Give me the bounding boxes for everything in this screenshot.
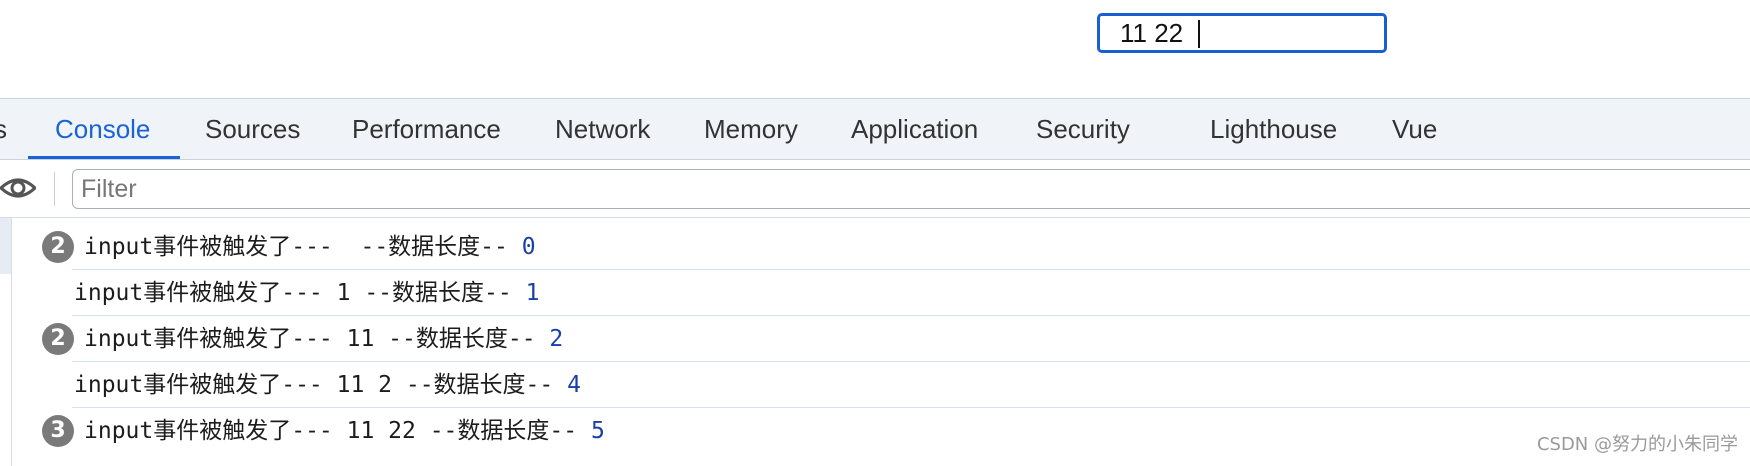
- message-text: input事件被触发了--- 11 2 --数据长度-- 4: [74, 362, 581, 408]
- devtools-tab-bar: s Console Sources Performance Network Me…: [0, 98, 1750, 160]
- tab-console[interactable]: Console: [55, 114, 151, 144]
- console-message[interactable]: input事件被触发了--- 11 2 --数据长度-- 4: [12, 362, 1750, 408]
- eye-icon[interactable]: [0, 174, 38, 202]
- row-divider: [72, 407, 1750, 408]
- filter-input[interactable]: [72, 169, 1750, 209]
- console-sidebar-edge: [0, 218, 12, 466]
- page-content-area: [0, 0, 1750, 98]
- tab-sources[interactable]: Sources: [205, 114, 301, 144]
- tab-lighthouse[interactable]: Lighthouse: [1210, 114, 1338, 144]
- message-body: input事件被触发了--- 11 --数据长度--: [84, 326, 550, 352]
- repeat-count-badge: 2: [42, 231, 74, 263]
- active-tab-indicator: [28, 156, 180, 159]
- tab-application[interactable]: Application: [851, 114, 979, 144]
- tab-elements-truncated[interactable]: s: [0, 114, 7, 144]
- tab-performance[interactable]: Performance: [352, 114, 501, 144]
- message-number: 5: [590, 418, 605, 444]
- console-toolbar: [0, 160, 1750, 218]
- watermark: CSDN @努力的小朱同学: [1536, 434, 1738, 455]
- console-message[interactable]: 2 input事件被触发了--- 11 --数据长度-- 2: [12, 316, 1750, 362]
- tab-network[interactable]: Network: [555, 114, 651, 144]
- console-message[interactable]: 3 input事件被触发了--- 11 22 --数据长度-- 5: [12, 408, 1750, 454]
- message-number: 0: [521, 234, 536, 260]
- repeat-count-badge: 2: [42, 323, 74, 355]
- message-text: input事件被触发了--- 11 --数据长度-- 2: [84, 316, 563, 362]
- tab-security[interactable]: Security: [1036, 114, 1130, 144]
- message-text: input事件被触发了--- 1 --数据长度-- 1: [74, 270, 539, 316]
- row-divider: [72, 315, 1750, 316]
- gutter-highlight: [0, 218, 11, 274]
- console-output: 2 input事件被触发了--- --数据长度-- 0 input事件被触发了-…: [0, 218, 1750, 466]
- message-body: input事件被触发了--- --数据长度--: [84, 234, 522, 260]
- message-body: input事件被触发了--- 11 22 --数据长度--: [84, 418, 591, 444]
- toolbar-divider: [54, 172, 55, 206]
- console-message[interactable]: input事件被触发了--- 1 --数据长度-- 1: [12, 270, 1750, 316]
- repeat-count-badge: 3: [42, 415, 74, 447]
- message-body: input事件被触发了--- 11 2 --数据长度--: [74, 372, 568, 398]
- row-divider: [72, 361, 1750, 362]
- message-number: 2: [549, 326, 564, 352]
- console-message[interactable]: 2 input事件被触发了--- --数据长度-- 0: [12, 224, 1750, 270]
- message-number: 1: [525, 280, 540, 306]
- message-text: input事件被触发了--- 11 22 --数据长度-- 5: [84, 408, 605, 454]
- text-input[interactable]: [1097, 13, 1387, 53]
- message-number: 4: [567, 372, 581, 398]
- tab-vue[interactable]: Vue: [1392, 114, 1438, 144]
- tab-memory[interactable]: Memory: [704, 114, 798, 144]
- row-divider: [72, 269, 1750, 270]
- text-caret: [1198, 20, 1200, 48]
- message-body: input事件被触发了--- 1 --数据长度--: [74, 280, 526, 306]
- message-text: input事件被触发了--- --数据长度-- 0: [84, 224, 536, 270]
